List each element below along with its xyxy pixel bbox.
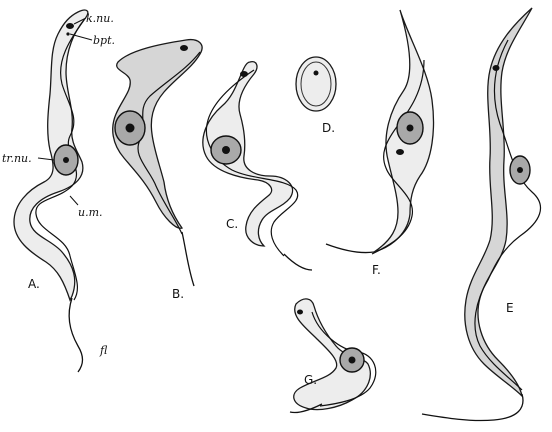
panel-label-c: C.	[226, 217, 238, 231]
cell-e-flagellum	[422, 394, 523, 421]
cell-f-flagellum	[326, 244, 374, 253]
cell-c	[203, 62, 312, 270]
cell-c-nucleolus	[222, 146, 230, 154]
panel-label-d: D.	[322, 121, 335, 135]
label-k-nu: k.nu.	[86, 12, 114, 25]
cell-e-nucleolus	[517, 167, 523, 173]
cell-g-kinetonucleus	[297, 310, 303, 315]
cell-b-kinetonucleus	[180, 45, 188, 51]
cell-d-body	[296, 57, 336, 111]
cell-e-kinetonucleus	[493, 65, 500, 71]
cell-d-granule	[314, 71, 319, 76]
label-tr-nu: tr.nu.	[2, 152, 32, 165]
cell-b-flagellum	[182, 232, 194, 286]
panel-label-a: A.	[28, 277, 40, 291]
label-fl: fl	[99, 344, 108, 357]
cell-c-flagellum	[284, 254, 312, 270]
cell-b-nucleolus	[126, 124, 135, 133]
cell-e-undulating-membrane	[475, 40, 541, 390]
pointer-u-m	[70, 196, 78, 205]
cell-a-flagellum	[69, 298, 82, 372]
panel-label-e: E	[506, 301, 514, 315]
panel-label-f: F.	[372, 263, 381, 277]
label-bpt: bpt.	[93, 34, 115, 47]
cell-a	[14, 10, 88, 372]
cell-f	[326, 10, 434, 254]
cell-g-nucleolus	[349, 357, 356, 364]
cell-a-kinetonucleus	[66, 23, 74, 29]
cell-f-kinetonucleus	[396, 149, 404, 155]
cell-b	[113, 40, 202, 286]
cell-d	[296, 57, 336, 111]
cell-f-nucleolus	[407, 125, 414, 132]
cell-e	[422, 8, 541, 421]
cell-c-kinetonucleus	[240, 71, 248, 77]
cell-a-blepharoplast	[66, 32, 69, 35]
cell-g	[290, 299, 376, 413]
label-u-m: u.m.	[78, 206, 103, 219]
cell-a-nucleolus	[63, 157, 69, 163]
panel-label-b: B.	[172, 287, 184, 301]
panel-label-g: G.	[304, 373, 317, 387]
